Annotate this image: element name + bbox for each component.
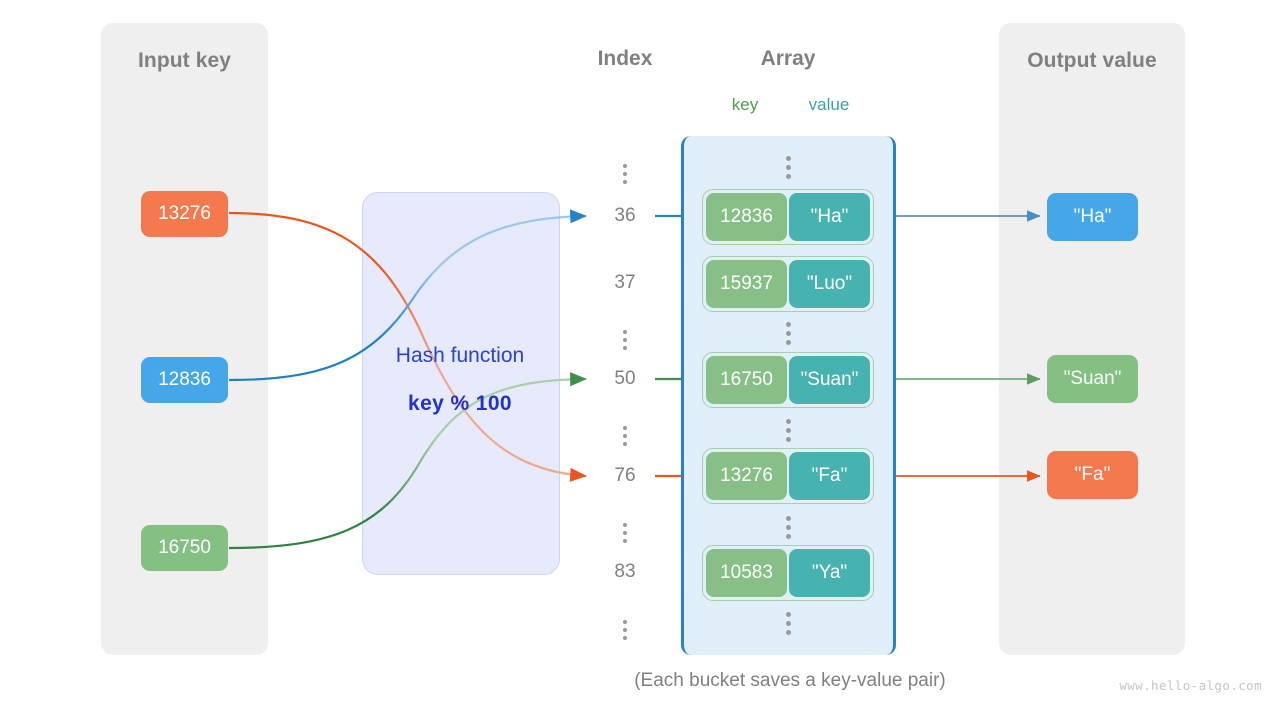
output-value-panel: Output value bbox=[999, 23, 1185, 655]
bucket-value-cell: "Luo" bbox=[789, 260, 870, 308]
index-column-title: Index bbox=[597, 47, 653, 70]
index-ellipsis bbox=[565, 422, 685, 446]
bucket-value-cell: "Fa" bbox=[789, 452, 870, 500]
index-ellipsis bbox=[565, 519, 685, 543]
input-key-chip-13276[interactable]: 13276 bbox=[141, 191, 228, 237]
bucket-value-cell: "Suan" bbox=[789, 356, 870, 404]
index-ellipsis bbox=[565, 616, 685, 640]
index-label-83: 83 bbox=[614, 561, 636, 582]
array-bucket[interactable]: 10583"Ya" bbox=[702, 545, 874, 601]
index-ellipsis bbox=[565, 160, 685, 184]
bucket-value-cell: "Ha" bbox=[789, 193, 870, 241]
input-key-chip-16750[interactable]: 16750 bbox=[141, 525, 228, 571]
array-bucket[interactable]: 13276"Fa" bbox=[702, 448, 874, 504]
array-ellipsis bbox=[681, 512, 896, 539]
input-key-chip-12836[interactable]: 12836 bbox=[141, 357, 228, 403]
array-ellipsis bbox=[681, 608, 896, 635]
array-ellipsis bbox=[681, 318, 896, 345]
bucket-key-cell: 16750 bbox=[706, 356, 787, 404]
array-ellipsis bbox=[681, 415, 896, 442]
diagram-caption: (Each bucket saves a key-value pair) bbox=[634, 670, 946, 691]
index-label-50: 50 bbox=[614, 368, 636, 389]
hash-formula-label: key % 100 bbox=[407, 392, 513, 415]
hash-function-label: Hash function bbox=[395, 344, 525, 367]
bucket-key-cell: 15937 bbox=[706, 260, 787, 308]
bucket-key-cell: 13276 bbox=[706, 452, 787, 500]
output-value-chip-ha[interactable]: "Ha" bbox=[1047, 193, 1138, 241]
output-value-chip-suan[interactable]: "Suan" bbox=[1047, 355, 1138, 403]
value-column-title: value bbox=[808, 95, 850, 114]
array-column-title: Array bbox=[760, 47, 816, 70]
watermark: www.hello-algo.com bbox=[1119, 678, 1262, 693]
hash-function-box bbox=[362, 192, 560, 575]
index-label-37: 37 bbox=[614, 272, 636, 293]
output-panel-title: Output value bbox=[1027, 49, 1157, 72]
array-bucket[interactable]: 16750"Suan" bbox=[702, 352, 874, 408]
index-ellipsis bbox=[565, 326, 685, 350]
index-label-76: 76 bbox=[614, 465, 636, 486]
input-panel-title: Input key bbox=[137, 49, 232, 72]
key-column-title: key bbox=[731, 95, 759, 114]
output-value-chip-fa[interactable]: "Fa" bbox=[1047, 451, 1138, 499]
bucket-key-cell: 10583 bbox=[706, 549, 787, 597]
bucket-key-cell: 12836 bbox=[706, 193, 787, 241]
index-column: 36 37 50 76 83 bbox=[565, 0, 685, 720]
array-bucket[interactable]: 12836"Ha" bbox=[702, 189, 874, 245]
index-label-36: 36 bbox=[614, 205, 636, 226]
array-bucket[interactable]: 15937"Luo" bbox=[702, 256, 874, 312]
array-ellipsis bbox=[681, 152, 896, 179]
bucket-value-cell: "Ya" bbox=[789, 549, 870, 597]
